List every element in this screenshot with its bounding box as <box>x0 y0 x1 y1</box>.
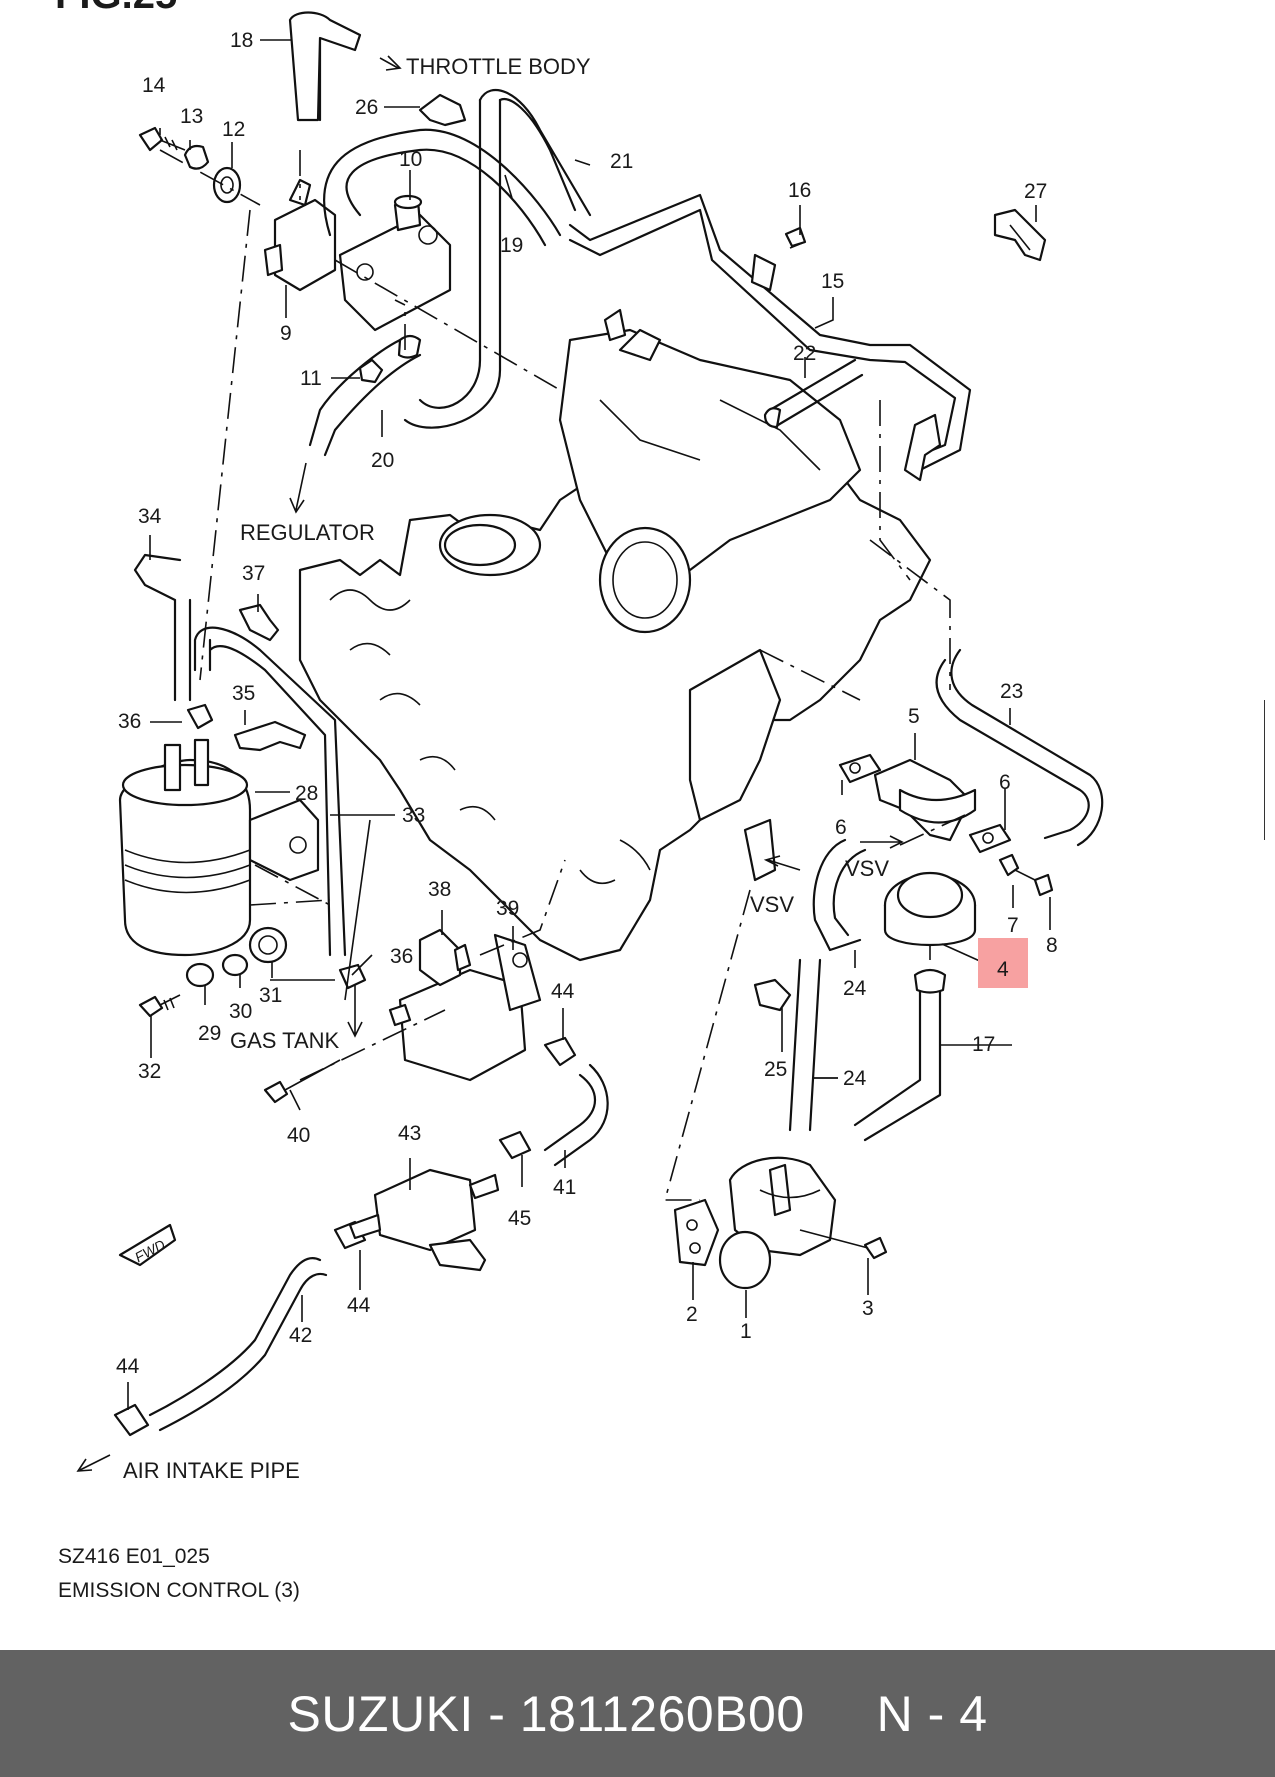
callout-28: 28 <box>295 782 318 805</box>
callout-32: 32 <box>138 1060 161 1083</box>
callout-8: 8 <box>1046 934 1058 957</box>
callout-25: 25 <box>764 1058 787 1081</box>
callout-31: 31 <box>259 984 282 1007</box>
callout-39: 39 <box>496 897 519 920</box>
callout-3: 3 <box>862 1297 874 1320</box>
callout-38: 38 <box>428 878 451 901</box>
callout-12: 12 <box>222 118 245 141</box>
highlight-box-part-4 <box>978 938 1028 988</box>
callout-22: 22 <box>793 342 816 365</box>
footer-gap <box>805 1685 877 1743</box>
callout-2: 2 <box>686 1303 698 1326</box>
callout-24a: 24 <box>843 977 867 1000</box>
footer-part-number: 1811260B00 <box>519 1685 805 1742</box>
footer-position: N - 4 <box>876 1685 988 1742</box>
callout-20: 20 <box>371 449 394 472</box>
callout-17: 17 <box>972 1033 995 1056</box>
callout-35: 35 <box>232 682 255 705</box>
label-throttle-body: THROTTLE BODY <box>406 54 591 79</box>
egr-valve-assembly <box>663 648 1104 1290</box>
emission-control-diagram: FIG.25 <box>55 0 1104 1602</box>
intake-manifold <box>298 308 932 962</box>
callout-45: 45 <box>508 1207 531 1230</box>
callout-44b: 44 <box>347 1294 371 1317</box>
regulator-arrow <box>289 462 307 514</box>
callout-13: 13 <box>180 105 203 128</box>
label-vsv-right: VSV <box>845 856 889 881</box>
callout-30: 30 <box>229 1000 252 1023</box>
callout-33: 33 <box>402 804 425 827</box>
callout-40: 40 <box>287 1124 310 1147</box>
callout-4: 4 <box>997 958 1009 981</box>
callout-29: 29 <box>198 1022 221 1045</box>
callout-36b: 36 <box>390 945 413 968</box>
callout-44a: 44 <box>551 980 575 1003</box>
callout-26: 26 <box>355 96 378 119</box>
callout-34: 34 <box>138 505 162 528</box>
label-gas-tank: GAS TANK <box>230 1028 340 1053</box>
callout-14: 14 <box>142 74 166 97</box>
figure-title: EMISSION CONTROL (3) <box>58 1579 300 1602</box>
callout-19: 19 <box>500 234 523 257</box>
figure-header: FIG.25 <box>55 0 177 17</box>
callout-42: 42 <box>289 1324 312 1347</box>
callout-27: 27 <box>1024 180 1047 203</box>
callout-1: 1 <box>740 1320 752 1343</box>
throttle-body-arrow <box>379 55 402 71</box>
callout-23: 23 <box>1000 680 1023 703</box>
part-footer-bar: SUZUKI - 1811260B00 N - 4 <box>0 1650 1275 1777</box>
scroll-edge-marker <box>1264 700 1275 840</box>
callout-11: 11 <box>300 367 322 390</box>
vsv-upper-assembly <box>138 11 592 457</box>
callout-9: 9 <box>280 322 292 345</box>
label-air-intake-pipe: AIR INTAKE PIPE <box>123 1458 300 1483</box>
callout-21: 21 <box>610 150 633 173</box>
label-regulator: REGULATOR <box>240 520 375 545</box>
charcoal-canister-assembly <box>118 209 367 1018</box>
callout-15: 15 <box>821 270 844 293</box>
callout-24b: 24 <box>843 1067 867 1090</box>
footer-separator: - <box>473 1685 520 1742</box>
callout-numbers: 18 26 14 13 12 10 21 19 9 11 20 16 27 15… <box>116 29 1058 1378</box>
callout-37: 37 <box>242 562 265 585</box>
callout-36a: 36 <box>118 710 141 733</box>
callout-18: 18 <box>230 29 253 52</box>
callout-6a: 6 <box>999 771 1011 794</box>
callout-6b: 6 <box>835 816 847 839</box>
figure-code: SZ416 E01_025 <box>58 1545 210 1568</box>
callout-10: 10 <box>399 148 422 171</box>
callout-leaders <box>76 39 1051 1472</box>
callout-43: 43 <box>398 1122 421 1145</box>
callout-44c: 44 <box>116 1355 140 1378</box>
callout-41: 41 <box>553 1176 576 1199</box>
footer-brand: SUZUKI <box>287 1685 474 1742</box>
gas-tank-arrow <box>347 985 363 1038</box>
pipe-assembly-top-right <box>568 193 1047 690</box>
callout-16: 16 <box>788 179 811 202</box>
label-vsv-left: VSV <box>750 892 794 917</box>
callout-7: 7 <box>1007 914 1019 937</box>
callout-5: 5 <box>908 705 920 728</box>
